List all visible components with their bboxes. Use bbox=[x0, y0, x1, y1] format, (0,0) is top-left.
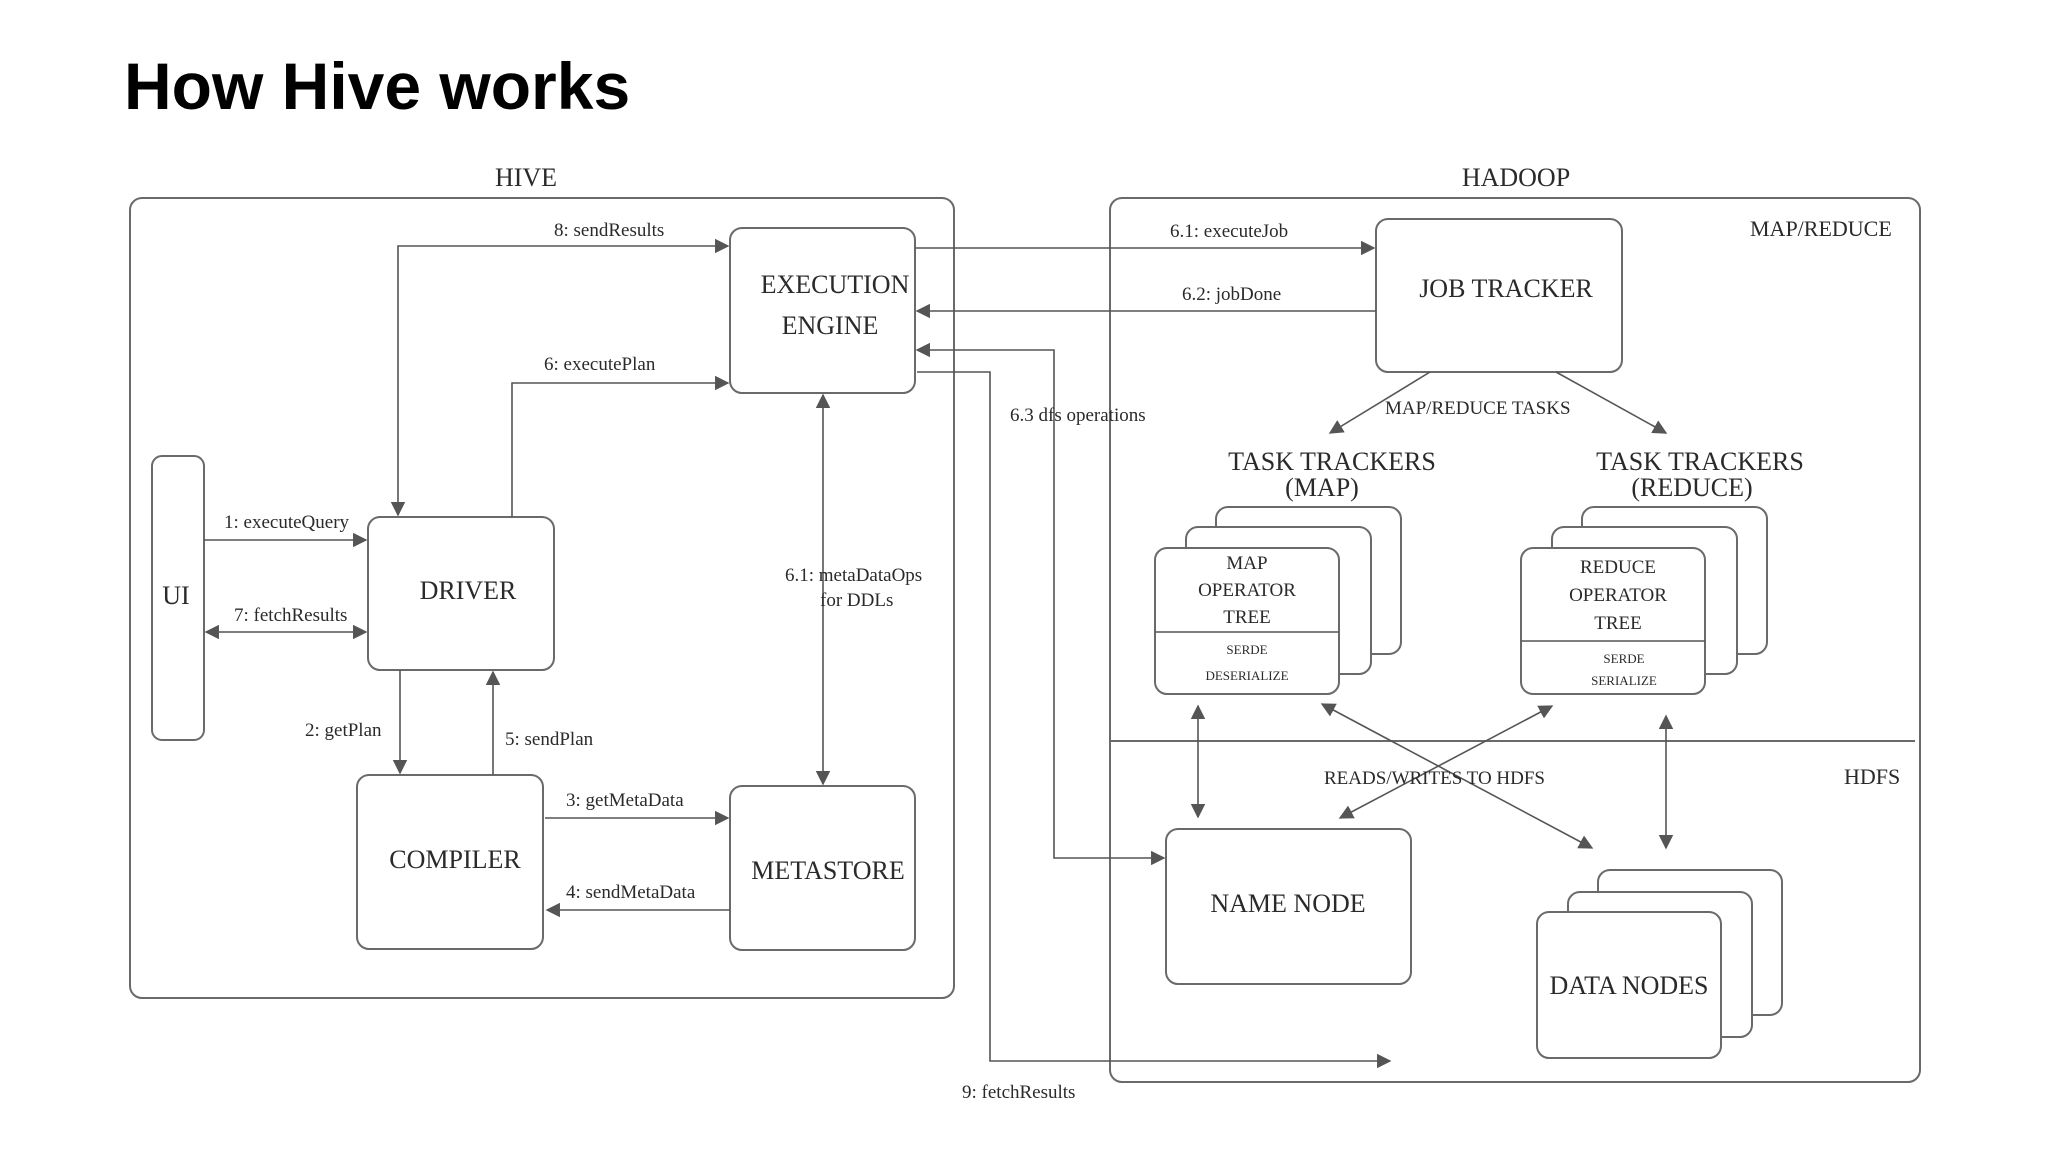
job-tracker-node bbox=[1375, 218, 1623, 373]
task-trackers-map-label-line2: (MAP) bbox=[1285, 473, 1359, 502]
job-tracker-node-label: JOB TRACKER bbox=[1419, 274, 1593, 303]
ui-node bbox=[151, 455, 205, 741]
execution-engine-label-line1: EXECUTION bbox=[761, 270, 910, 299]
edge-reads-writes-hdfs-label: READS/WRITES TO HDFS bbox=[1324, 768, 1545, 789]
hive-group-label: HIVE bbox=[495, 163, 557, 192]
edge-metadata-ops-label-line2: for DDLs bbox=[820, 590, 893, 611]
edge-execute-plan bbox=[511, 375, 730, 517]
edge-execute-plan-label: 6: executePlan bbox=[544, 354, 656, 375]
map-operator-tree-line1: MAP bbox=[1226, 553, 1267, 574]
edge-map-reduce-tasks-label: MAP/REDUCE TASKS bbox=[1385, 398, 1571, 419]
edge-metadata-ops-label-line1: 6.1: metaDataOps bbox=[785, 565, 922, 586]
execution-engine-label-line2: ENGINE bbox=[782, 311, 879, 340]
driver-node bbox=[367, 516, 555, 671]
hdfs-group-label: HDFS bbox=[1844, 764, 1900, 789]
map-operator-tree-line3: TREE bbox=[1223, 607, 1271, 628]
edge-get-metadata-label: 3: getMetaData bbox=[566, 790, 684, 811]
compiler-node bbox=[356, 774, 544, 950]
reduce-operator-tree-line1: REDUCE bbox=[1580, 557, 1656, 578]
reduce-serde-line1: SERDE bbox=[1603, 651, 1644, 666]
edge-dfs-operations-label: 6.3 dfs operations bbox=[1010, 405, 1146, 426]
task-trackers-reduce-label-line1: TASK TRACKERS bbox=[1596, 447, 1804, 476]
edge-reduce-name-node bbox=[1338, 705, 1554, 819]
edge-send-results-label: 8: sendResults bbox=[554, 220, 664, 241]
hadoop-group-label: HADOOP bbox=[1462, 163, 1570, 192]
execution-engine-node bbox=[729, 227, 916, 394]
edge-execute-query-label: 1: executeQuery bbox=[224, 512, 350, 533]
edge-fetch-results-9 bbox=[917, 371, 1392, 1069]
edge-dfs-operations bbox=[915, 342, 1166, 866]
reduce-operator-tree-line2: OPERATOR bbox=[1569, 585, 1667, 606]
edge-map-tasks bbox=[1328, 371, 1431, 434]
slide-title: How Hive works bbox=[124, 49, 631, 123]
reduce-operator-tree-node bbox=[1520, 547, 1706, 695]
edge-get-plan-label: 2: getPlan bbox=[305, 720, 382, 741]
name-node-label: NAME NODE bbox=[1210, 889, 1365, 918]
edge-execute-job-label: 6.1: executeJob bbox=[1170, 221, 1288, 242]
map-reduce-group-label: MAP/REDUCE bbox=[1750, 216, 1892, 241]
map-serde-line1: SERDE bbox=[1226, 642, 1267, 657]
edge-send-results bbox=[390, 238, 730, 517]
edge-reduce-tasks bbox=[1555, 371, 1668, 434]
map-serde-line2: DESERIALIZE bbox=[1205, 668, 1288, 683]
edge-fetch-results-7-label: 7: fetchResults bbox=[234, 605, 347, 626]
map-operator-tree-line2: OPERATOR bbox=[1198, 580, 1296, 601]
reduce-serde-line2: SERIALIZE bbox=[1591, 673, 1657, 688]
edge-send-plan-label: 5: sendPlan bbox=[505, 729, 594, 750]
name-node bbox=[1165, 828, 1412, 985]
metastore-node-label: METASTORE bbox=[751, 856, 904, 885]
edge-job-done-label: 6.2: jobDone bbox=[1182, 284, 1281, 305]
edge-send-metadata-label: 4: sendMetaData bbox=[566, 882, 696, 903]
task-trackers-map-label-line1: TASK TRACKERS bbox=[1228, 447, 1436, 476]
ui-node-label: UI bbox=[162, 581, 189, 610]
driver-node-label: DRIVER bbox=[420, 576, 517, 605]
compiler-node-label: COMPILER bbox=[389, 845, 521, 874]
reduce-operator-tree-line3: TREE bbox=[1594, 613, 1642, 634]
data-nodes-label: DATA NODES bbox=[1550, 971, 1709, 1000]
edge-fetch-results-9-label: 9: fetchResults bbox=[962, 1082, 1075, 1103]
task-trackers-reduce-label-line2: (REDUCE) bbox=[1631, 473, 1752, 502]
data-nodes-node bbox=[1536, 911, 1722, 1059]
metastore-node bbox=[729, 785, 916, 951]
